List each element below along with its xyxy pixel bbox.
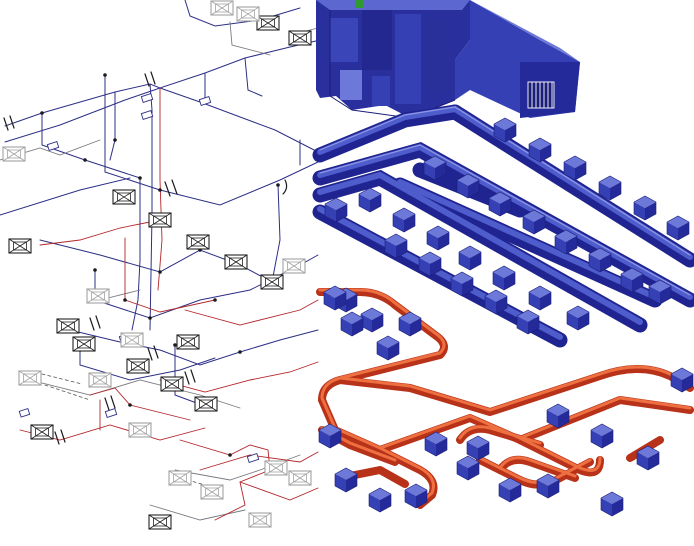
wire-supply-lines (0, 0, 321, 409)
diffuser-icon (120, 332, 144, 348)
diffuser-icon (72, 336, 96, 352)
diffuser-icon (112, 189, 136, 205)
diffuser-icon (148, 514, 172, 530)
wire-junction-dots (40, 73, 302, 457)
diffuser-icon (88, 372, 112, 388)
fan-coil-unit-icon (590, 423, 614, 449)
fan-coil-unit-icon (600, 491, 624, 517)
diffuser-icon (126, 358, 150, 374)
diffuser-icon (194, 396, 218, 412)
fan-coil-unit-icon (633, 195, 657, 221)
fan-coil-unit-icon (398, 311, 422, 337)
diffuser-icon (288, 470, 312, 486)
fan-coil-unit-icon (360, 307, 384, 333)
diffuser-icon (8, 238, 32, 254)
diffuser-icon (56, 318, 80, 334)
diffuser-icon (248, 512, 272, 528)
wire-valve-marks (3, 71, 288, 445)
fan-coil-unit-icon (666, 215, 690, 241)
diffuser-icon (200, 484, 224, 500)
diffuser-icon (148, 212, 172, 228)
diffuser-icon (264, 460, 288, 476)
fan-coil-unit-icon (368, 487, 392, 513)
fan-coil-unit-icon (340, 311, 364, 337)
diffuser-icon (86, 288, 110, 304)
diffuser-icon (288, 30, 312, 46)
fan-coil-unit-icon (458, 245, 482, 271)
diffuser-icon (210, 0, 234, 16)
diffuser-icon (282, 258, 306, 274)
wireframe-schematic (0, 0, 321, 530)
diffuser-icon (260, 274, 284, 290)
fan-coil-unit-icon (492, 265, 516, 291)
diffuser-icon (2, 146, 26, 162)
diffuser-icon (256, 15, 280, 31)
fan-coil-unit-icon (456, 455, 480, 481)
ahu-grille (527, 81, 555, 109)
fan-coil-unit-icon (466, 435, 490, 461)
air-handling-unit-icon (316, 0, 580, 119)
diffuser-icon (176, 334, 200, 350)
diffuser-icon-group-light (2, 0, 312, 528)
diffuser-icon (128, 422, 152, 438)
diffuser-icon (160, 376, 184, 392)
fan-coil-unit-icon (528, 285, 552, 311)
diffuser-icon (236, 6, 260, 22)
diffuser-icon (168, 470, 192, 486)
fan-coil-unit-icon (392, 207, 416, 233)
fan-coil-unit-icon (376, 335, 400, 361)
diffuser-icon (224, 254, 248, 270)
fan-coil-unit-icon (566, 305, 590, 331)
rendered-model (312, 0, 694, 517)
diffuser-icon (186, 234, 210, 250)
wire-return-lines (19, 87, 319, 521)
fan-coil-unit-icon (358, 187, 382, 213)
diffuser-icon (18, 370, 42, 386)
fan-coil-unit-icon (426, 225, 450, 251)
diffuser-icon (30, 424, 54, 440)
